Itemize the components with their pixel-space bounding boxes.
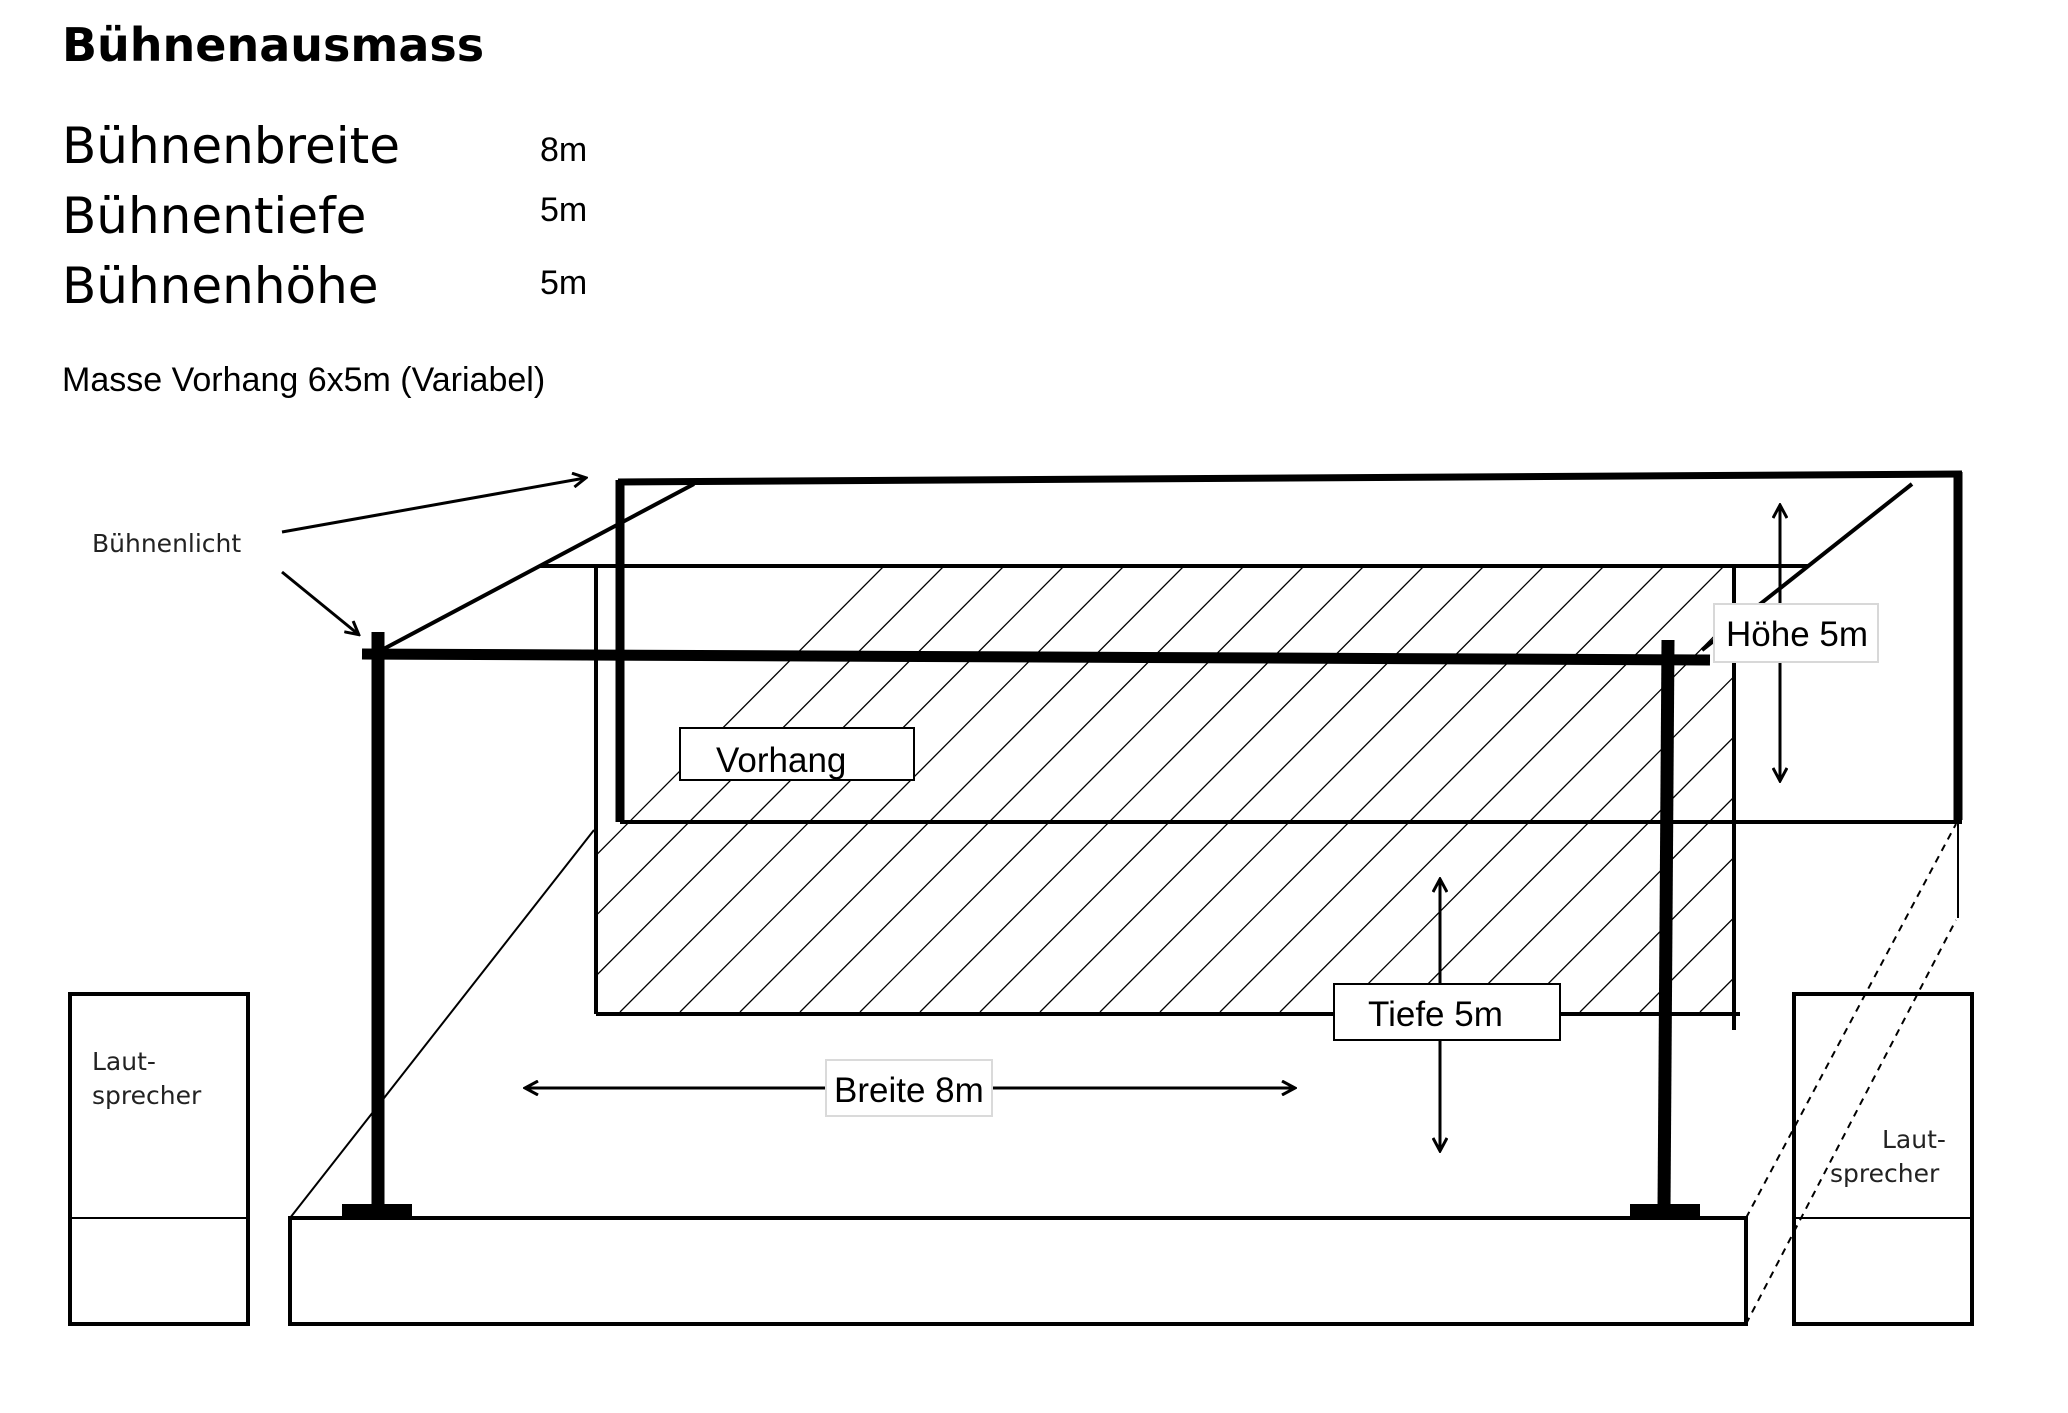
speaker-left-label-line2: sprecher: [92, 1081, 202, 1110]
curtain-label: Vorhang: [716, 741, 846, 780]
dimension-label-depth: Bühnentiefe: [62, 187, 367, 245]
speaker-left: [68, 992, 250, 1326]
width-label-box: [825, 1059, 993, 1117]
depth-label: Tiefe 5m: [1368, 995, 1503, 1034]
stage-light-arrow-front: [281, 570, 358, 634]
page-title: Bühnenausmass: [62, 18, 485, 72]
dimension-label-height: Bühnenhöhe: [62, 257, 379, 315]
depth-label-box: [1333, 983, 1561, 1041]
height-label: Höhe 5m: [1726, 615, 1868, 654]
width-label: Breite 8m: [834, 1071, 984, 1110]
height-label-box: [1713, 603, 1879, 663]
speaker-right-label-line2: sprecher: [1830, 1159, 1940, 1188]
stage-light-arrow-back: [281, 478, 585, 534]
speaker-right: [1792, 992, 1974, 1326]
speaker-right-label-line1: Laut-: [1882, 1125, 1946, 1154]
speaker-left-label-line1: Laut-: [92, 1047, 156, 1076]
stage-light-label: Bühnenlicht: [92, 529, 241, 558]
curtain-size-note: Masse Vorhang 6x5m (Variabel): [62, 361, 546, 399]
dimension-value-width: 8m: [540, 131, 588, 169]
stage-platform: [288, 823, 1957, 1326]
curtain-label-box: [679, 727, 915, 781]
dimension-value-height: 5m: [540, 264, 588, 302]
dimension-value-depth: 5m: [540, 191, 588, 229]
front-truss: [342, 632, 1711, 1220]
stage-back-frame: [377, 470, 1963, 918]
dimension-label-width: Bühnenbreite: [62, 117, 401, 175]
